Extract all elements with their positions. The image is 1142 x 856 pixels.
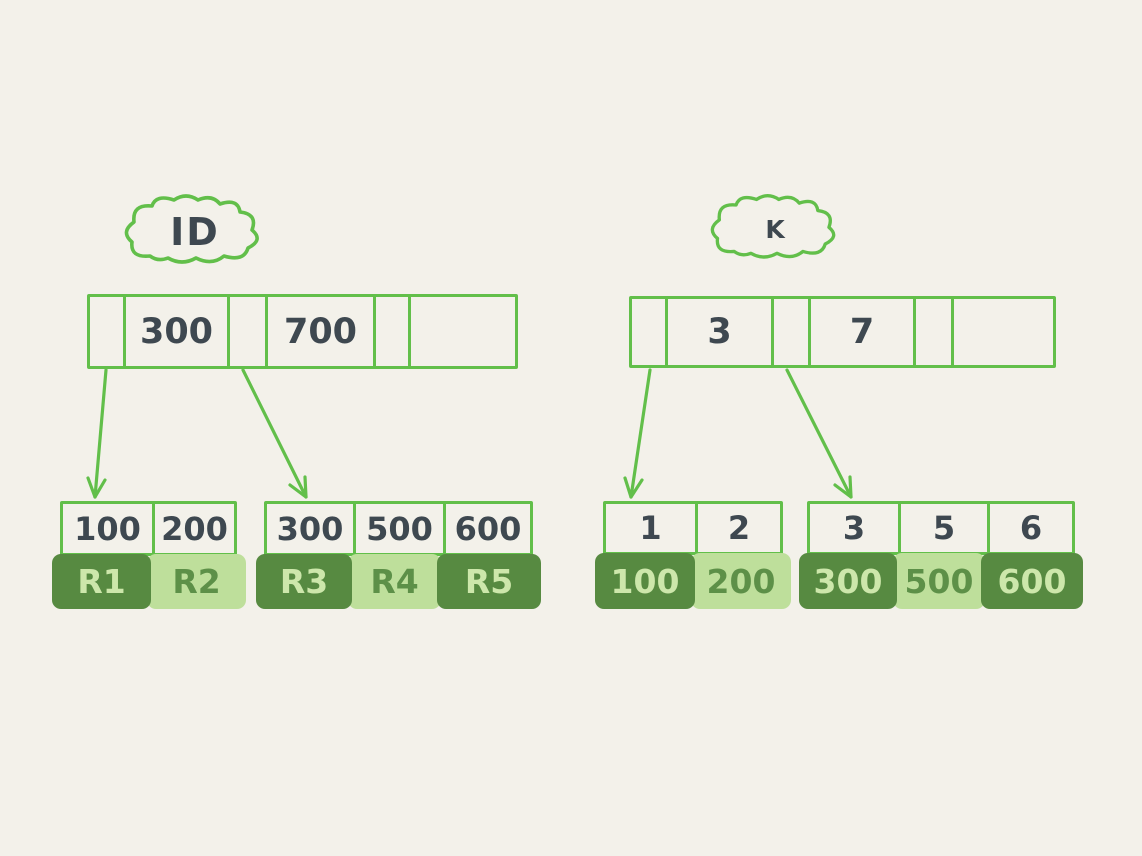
record-label: R2: [172, 562, 221, 601]
leaf-node-id-1: 100 200: [60, 501, 237, 556]
root-pointer-cell: [632, 299, 668, 365]
leaf-node-id-2: 300 500 600: [264, 501, 533, 556]
record-label: R5: [464, 562, 514, 601]
leaf-key: 100: [74, 509, 141, 548]
record-block: 100: [595, 553, 695, 609]
arrow-k-leaf1: [623, 368, 652, 499]
leaf-key-cell: 200: [155, 504, 234, 553]
leaf-key-cell: 300: [267, 504, 356, 553]
record-label: 500: [904, 561, 974, 601]
leaf-key-cell: 500: [356, 504, 446, 553]
root-node-k: 3 7: [629, 296, 1056, 368]
leaf-key: 2: [727, 509, 751, 547]
root-key-cell: 300: [126, 297, 230, 366]
root-pointer-cell: [916, 299, 954, 365]
leaf-key: 5: [932, 509, 956, 547]
leaf-key: 600: [454, 509, 522, 548]
record-block: 600: [981, 553, 1083, 609]
root-key-cell: 700: [268, 297, 376, 366]
root-key: 7: [849, 312, 875, 352]
leaf-key: 300: [276, 509, 344, 548]
index-name-k: K: [765, 214, 787, 244]
root-key: 300: [139, 311, 214, 352]
leaf-key-cell: 6: [990, 504, 1072, 552]
leaf-key-cell: 600: [446, 504, 530, 553]
record-block: 300: [799, 553, 897, 609]
leaf-key: 3: [842, 509, 866, 547]
record-block: 200: [691, 553, 791, 609]
record-block: R1: [52, 554, 151, 609]
root-empty-cell: [954, 299, 1053, 365]
cloud-shape: [124, 194, 259, 264]
record-blocks-id-2: R3 R4 R5: [256, 554, 541, 609]
root-pointer-cell: [376, 297, 411, 366]
leaf-key: 6: [1019, 509, 1043, 547]
record-label: R3: [279, 562, 329, 601]
root-pointer-cell: [774, 299, 811, 365]
arrow-k-leaf2: [785, 368, 853, 499]
root-pointer-cell: [230, 297, 268, 366]
cloud-id-label: ID: [120, 192, 270, 276]
record-label: 300: [813, 561, 883, 601]
root-key-cell: 7: [811, 299, 916, 365]
record-block: R4: [348, 554, 441, 609]
leaf-node-k-2: 3 5 6: [807, 501, 1075, 555]
cloud-shape: [710, 194, 836, 259]
record-blocks-k-1: 100 200: [595, 553, 791, 609]
leaf-key: 1: [639, 509, 662, 547]
root-key-cell: 3: [668, 299, 774, 365]
root-node-id: 300 700: [87, 294, 518, 369]
leaf-key-cell: 3: [810, 504, 901, 552]
root-key: 700: [283, 311, 358, 352]
record-block: 500: [893, 553, 985, 609]
root-empty-cell: [411, 297, 515, 366]
cloud-k-label: K: [703, 192, 849, 270]
leaf-key: 200: [161, 509, 228, 548]
leaf-key-cell: 1: [606, 504, 698, 552]
record-block: R3: [256, 554, 352, 609]
record-label: R1: [77, 562, 126, 601]
record-label: 600: [997, 561, 1067, 601]
record-block: R2: [147, 554, 246, 609]
leaf-key: 500: [366, 509, 433, 548]
record-label: R4: [370, 562, 419, 601]
record-label: 100: [610, 561, 680, 601]
arrow-id-leaf1: [86, 368, 108, 499]
leaf-key-cell: 5: [901, 504, 990, 552]
record-block: R5: [437, 554, 541, 609]
record-blocks-id-1: R1 R2: [52, 554, 246, 609]
arrow-id-leaf2: [241, 368, 308, 499]
leaf-node-k-1: 1 2: [603, 501, 783, 555]
leaf-key-cell: 100: [63, 504, 155, 553]
root-key: 3: [707, 312, 732, 352]
leaf-key-cell: 2: [698, 504, 780, 552]
record-blocks-k-2: 300 500 600: [799, 553, 1083, 609]
record-label: 200: [706, 561, 776, 601]
root-pointer-cell: [90, 297, 126, 366]
index-name-id: ID: [170, 210, 220, 254]
